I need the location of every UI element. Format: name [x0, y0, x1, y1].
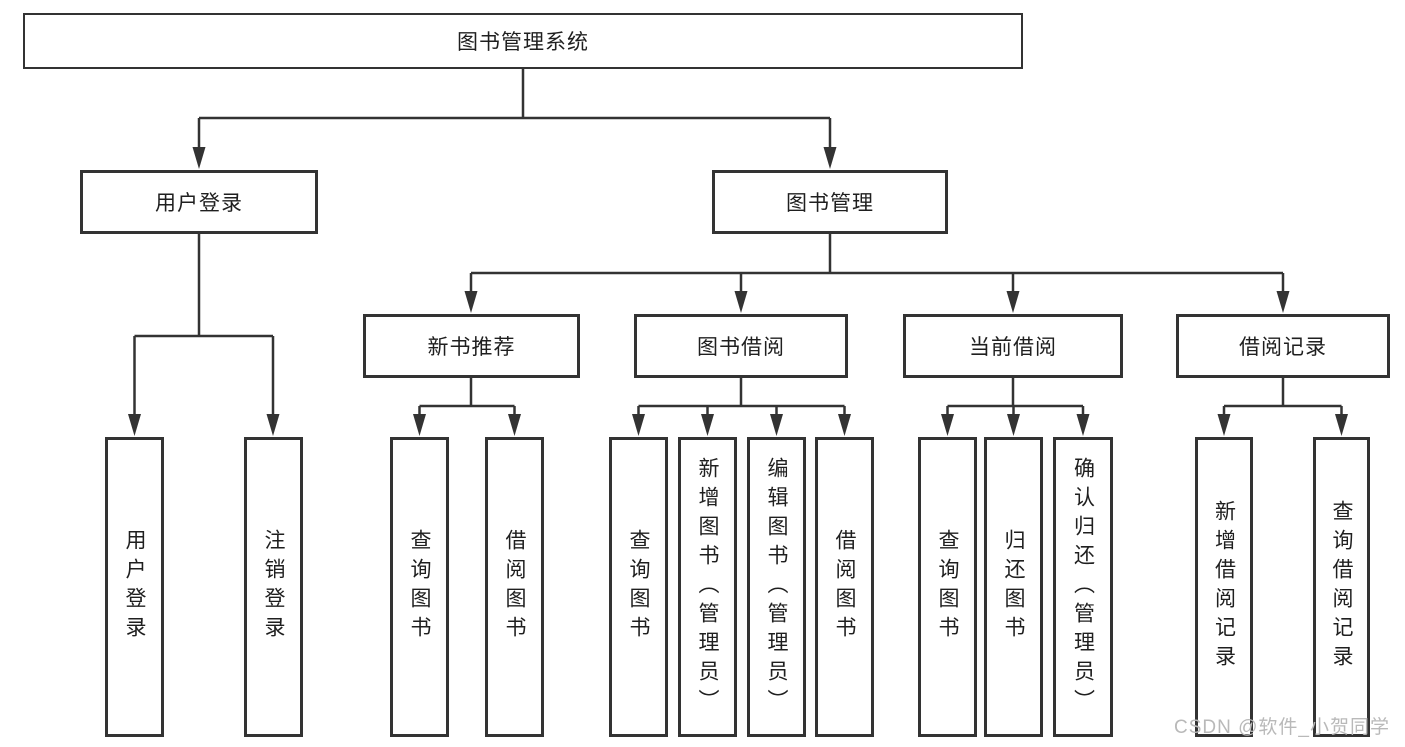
node-leaf-borrow-books-recommend: 借阅图书 [485, 437, 544, 737]
node-leaf-borrow-books: 借阅图书 [815, 437, 874, 737]
node-book-borrowing: 图书借阅 [634, 314, 848, 378]
edge-book-mgmt-to-level3-arrowheads [464, 291, 1290, 313]
node-new-book-recommendation: 新书推荐 [363, 314, 580, 378]
node-leaf-return-books: 归还图书 [984, 437, 1043, 737]
node-leaf-edit-books-admin: 编辑图书（管理员） [747, 437, 806, 737]
csdn-watermark: CSDN @软件_小贺同学 [1174, 717, 1390, 738]
edge-book-mgmt-to-level3 [469, 234, 1285, 295]
node-leaf-add-borrow-record: 新增借阅记录 [1195, 437, 1253, 737]
node-leaf-query-books-recommend: 查询图书 [390, 437, 449, 737]
node-leaf-query-books-current: 查询图书 [918, 437, 977, 737]
edge-new-book-rec-children-arrowheads [413, 414, 521, 436]
node-leaf-query-books-borrow: 查询图书 [609, 437, 668, 737]
node-book-management-module: 图书管理 [712, 170, 948, 234]
edge-current-borrow-children-arrowheads [941, 414, 1090, 436]
edge-book-borrow-children-arrowheads [632, 414, 851, 436]
node-leaf-confirm-return-admin: 确认归还（管理员） [1053, 437, 1113, 737]
node-root-library-management-system: 图书管理系统 [23, 13, 1023, 69]
node-leaf-add-books-admin: 新增图书（管理员） [678, 437, 737, 737]
node-leaf-query-borrow-record: 查询借阅记录 [1313, 437, 1370, 737]
edge-new-book-rec-children [418, 378, 516, 418]
edge-book-borrow-children [637, 378, 846, 418]
edge-current-borrow-children [946, 378, 1085, 418]
edge-borrow-records-children [1222, 378, 1343, 418]
edge-root-to-level2 [197, 69, 832, 151]
edge-user-login-children-arrowheads [128, 414, 280, 436]
node-user-login-module: 用户登录 [80, 170, 318, 234]
node-borrowing-records: 借阅记录 [1176, 314, 1390, 378]
node-leaf-user-login: 用户登录 [105, 437, 164, 737]
edge-borrow-records-children-arrowheads [1217, 414, 1348, 436]
node-leaf-logout: 注销登录 [244, 437, 303, 737]
node-current-borrowing: 当前借阅 [903, 314, 1123, 378]
edge-user-login-children [133, 234, 275, 418]
edge-root-to-level2-arrowheads [192, 147, 837, 169]
